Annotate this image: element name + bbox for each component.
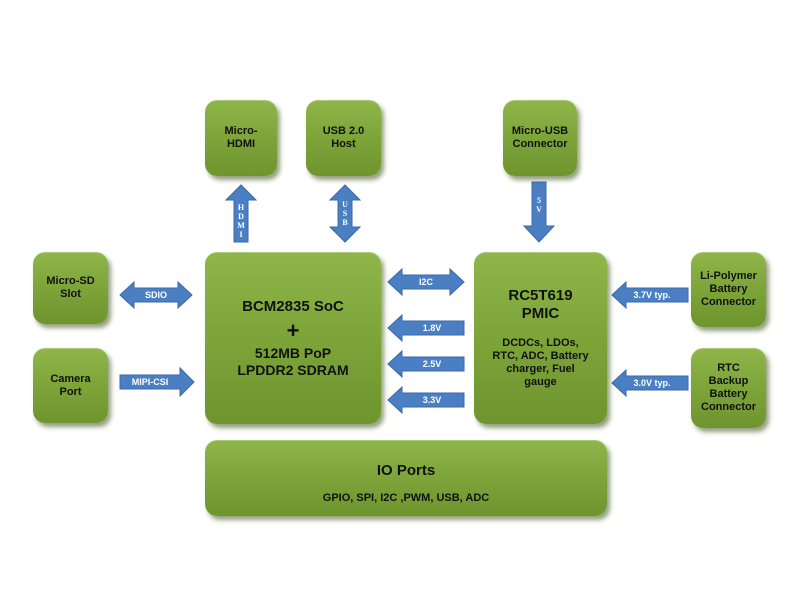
micro-hdmi-label: HDMI	[226, 138, 256, 150]
pmic-description: DCDCs, LDOs, RTC, ADC, Battery charger, …	[492, 337, 588, 389]
i2c-label: I2C	[419, 277, 434, 287]
v25-arrow	[387, 349, 465, 379]
v33-arrow	[387, 385, 465, 415]
five-v-label-char: V	[536, 205, 542, 214]
soc-plus: +	[286, 317, 300, 343]
v37-label: 3.7V typ.	[633, 290, 670, 300]
mipi-csi-label: MIPI-CSI	[132, 377, 169, 387]
hdmi-arrow	[224, 184, 258, 243]
io-ports-block: IO Ports GPIO, SPI, I2C ,PWM, USB, ADC	[205, 440, 607, 516]
li-polymer-label: Connector	[701, 296, 756, 308]
micro-sd-label: Slot	[60, 288, 81, 300]
mipi-csi-arrow	[119, 366, 195, 398]
pmic-desc-line: RTC, ADC, Battery	[492, 350, 589, 362]
soc-memory-line: 512MB PoP	[254, 344, 332, 361]
micro-usb-label: Micro-USB	[511, 125, 569, 137]
usb-host-label: USB 2.0	[322, 125, 365, 137]
v18-label: 1.8V	[423, 323, 442, 333]
usb-label-char: S	[342, 209, 348, 218]
micro-hdmi-label: Micro-	[224, 125, 258, 137]
rtc-backup-label: Battery	[709, 388, 748, 400]
micro-sd-block: Micro-SD Slot	[33, 252, 108, 324]
soc-memory-line: LPDDR2 SDRAM	[237, 361, 349, 378]
five-v-label: 5 V	[533, 196, 545, 214]
v30-arrow	[611, 368, 689, 398]
soc-block: BCM2835 SoC + 512MB PoP LPDDR2 SDRAM	[205, 252, 381, 424]
v37-arrow	[611, 280, 689, 310]
i2c-arrow	[387, 267, 465, 297]
li-polymer-block: Li-Polymer Battery Connector	[691, 252, 766, 327]
pmic-block: RC5T619 PMIC DCDCs, LDOs, RTC, ADC, Batt…	[474, 252, 607, 424]
usb-host-block: USB 2.0 Host	[306, 100, 381, 176]
rtc-backup-label: RTC	[717, 362, 740, 374]
usb-host-label: Host	[331, 138, 356, 150]
hdmi-label-char: D	[238, 212, 244, 221]
five-v-label-char: 5	[537, 196, 541, 205]
v30-label: 3.0V typ.	[633, 378, 670, 388]
sdio-label: SDIO	[145, 290, 167, 300]
camera-port-block: Camera Port	[33, 348, 108, 423]
micro-sd-label: Micro-SD	[46, 275, 95, 287]
io-ports-list: GPIO, SPI, I2C ,PWM, USB, ADC	[322, 492, 490, 504]
hdmi-label-char: I	[239, 230, 243, 239]
usb-label-char: U	[342, 200, 348, 209]
v18-arrow	[387, 313, 465, 343]
usb-label-char: B	[342, 218, 348, 227]
pmic-desc-line: charger, Fuel	[506, 363, 575, 375]
micro-hdmi-block: Micro- HDMI	[205, 100, 277, 176]
pmic-desc-line: gauge	[524, 376, 557, 388]
five-v-arrow	[522, 181, 556, 243]
rtc-backup-label: Connector	[701, 401, 756, 413]
rtc-backup-label: Backup	[708, 375, 749, 387]
pmic-title: PMIC	[521, 305, 560, 322]
hdmi-label: H D M I	[235, 203, 247, 239]
usb-arrow	[328, 184, 362, 243]
v25-label: 2.5V	[423, 359, 442, 369]
micro-usb-block: Micro-USB Connector	[503, 100, 577, 176]
pmic-desc-line: DCDCs, LDOs,	[502, 337, 579, 349]
li-polymer-label: Li-Polymer	[700, 270, 757, 282]
io-ports-title: IO Ports	[376, 462, 436, 479]
v33-label: 3.3V	[423, 395, 442, 405]
camera-port-label: Camera	[50, 372, 91, 385]
soc-title: BCM2835 SoC	[242, 297, 344, 315]
pmic-title: RC5T619	[508, 287, 573, 304]
li-polymer-label: Battery	[709, 283, 748, 295]
micro-usb-label: Connector	[512, 138, 568, 150]
sdio-arrow	[119, 280, 193, 310]
rtc-backup-block: RTC Backup Battery Connector	[691, 348, 766, 428]
hdmi-label-char: H	[237, 203, 245, 212]
hdmi-label-char: M	[237, 221, 245, 230]
usb-label: U S B	[339, 200, 351, 227]
camera-port-label: Port	[59, 385, 82, 398]
